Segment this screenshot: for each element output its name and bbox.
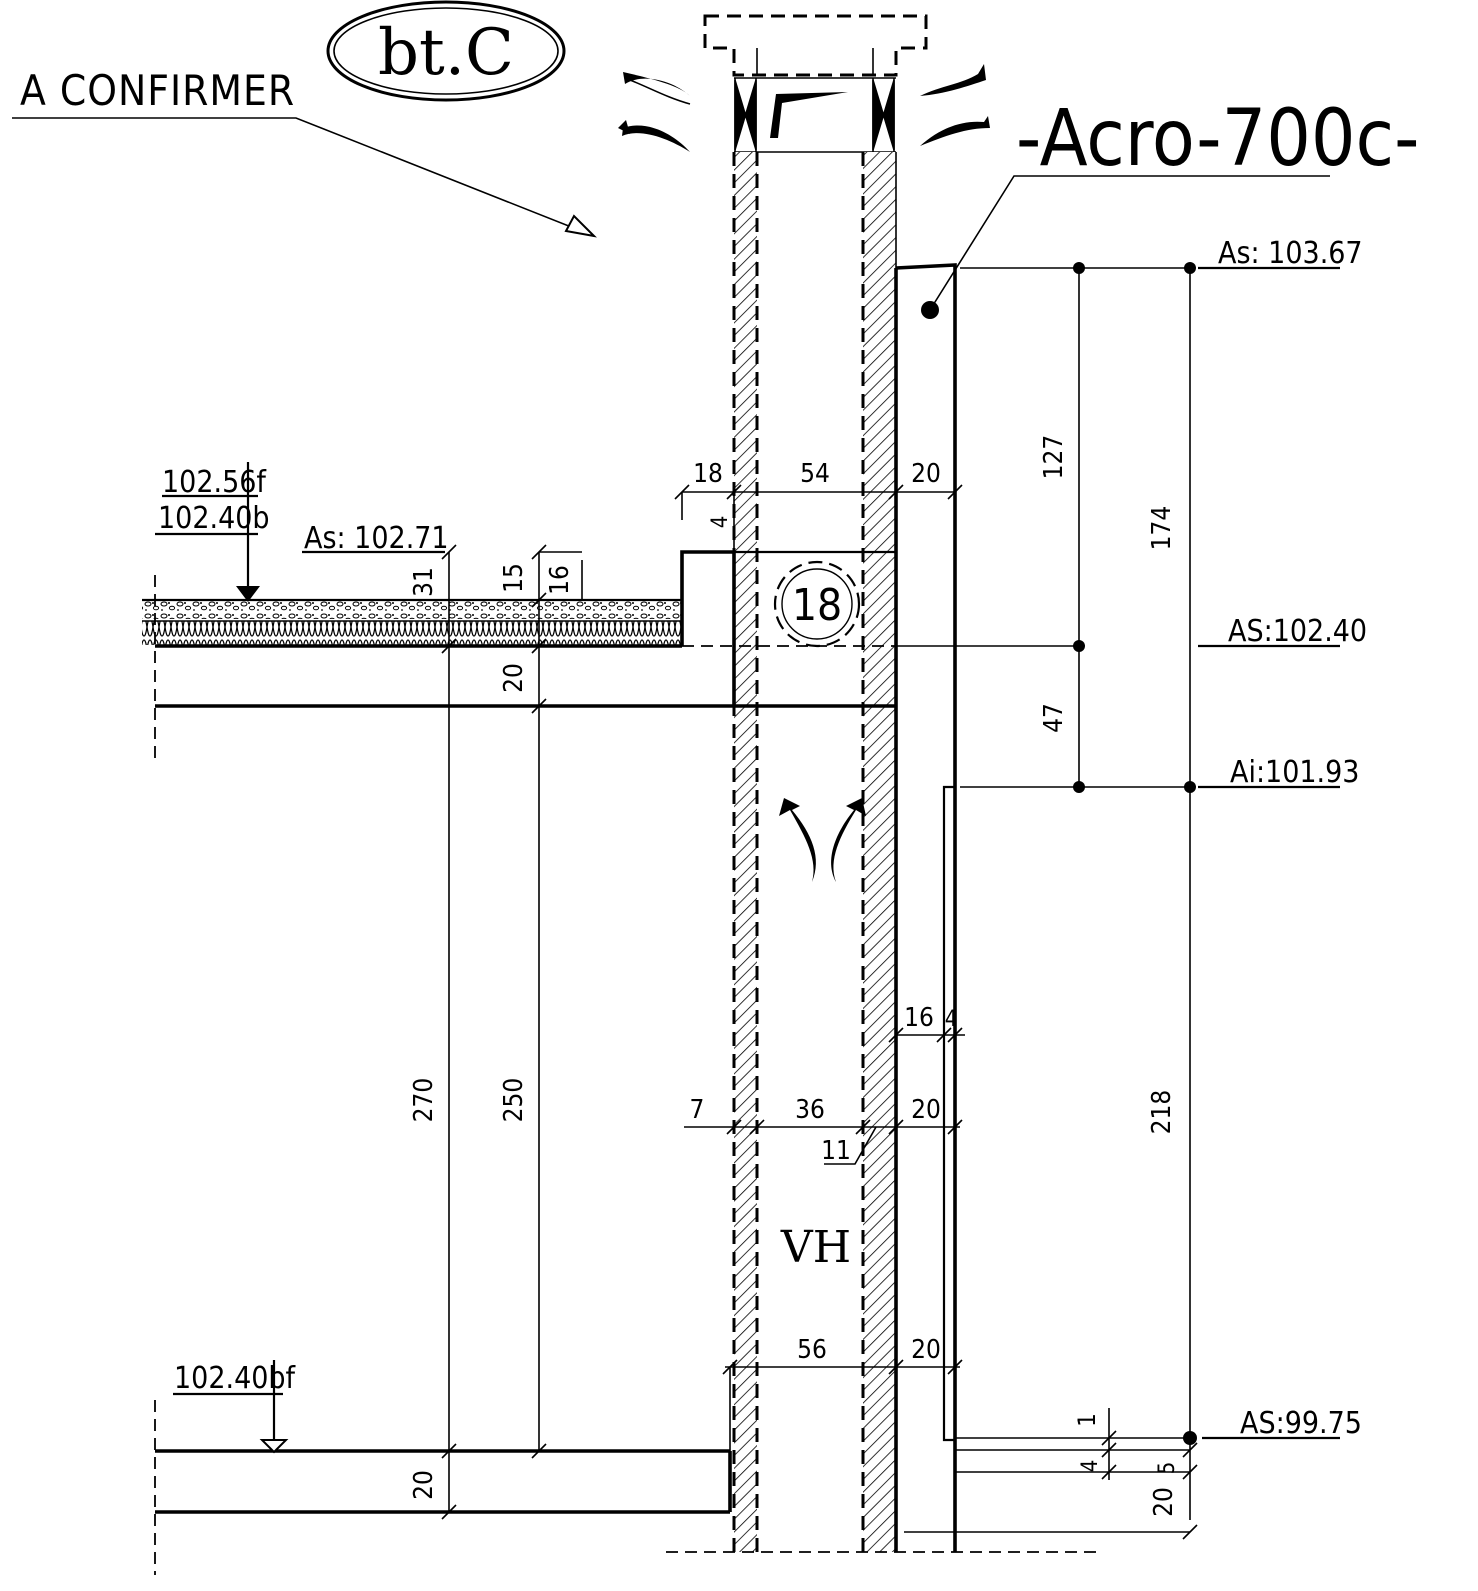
insulation-layer — [142, 621, 682, 645]
dim-20-slab: 20 — [499, 663, 529, 693]
dim-54: 54 — [800, 459, 830, 489]
dim-chain-top: 18 54 20 4 — [674, 459, 963, 552]
level-as-roof-text: As: 102.71 — [304, 521, 449, 556]
dim-20-low: 20 — [911, 1335, 941, 1365]
shaft-label: VH — [780, 1222, 851, 1273]
flue-assembly — [703, 14, 957, 1552]
level-as-bottom-text: AS:99.75 — [1240, 1406, 1362, 1441]
dim-right-verticals: 127 47 174 218 — [896, 262, 1197, 1520]
airflow-shaft-icon — [779, 798, 866, 882]
dim-36: 36 — [795, 1095, 825, 1125]
note-arrowhead — [564, 214, 597, 238]
confirm-note: A CONFIRMER — [12, 66, 597, 238]
level-as-mid-text: AS:102.40 — [1228, 614, 1367, 649]
dim-15: 15 — [499, 563, 529, 593]
dim-5: 5 — [1155, 1462, 1180, 1475]
dim-270: 270 — [409, 1078, 439, 1123]
flue-wall-right — [863, 152, 896, 1552]
level-as-roof: As: 102.71 — [302, 521, 449, 556]
dim-bottom-right: 1 4 5 20 — [904, 1408, 1198, 1540]
airflow-top-left-icon — [618, 72, 691, 152]
dim-56: 56 — [797, 1335, 827, 1365]
dim-218: 218 — [1147, 1090, 1177, 1135]
dim-20-top: 20 — [911, 459, 941, 489]
product-label: -Acro-700c- — [921, 94, 1419, 319]
level-floor-b-text: 102.40b — [158, 501, 270, 536]
lower-slab — [155, 1449, 1100, 1553]
dim-1: 1 — [1073, 1413, 1101, 1427]
level-as-top: As: 103.67 — [1198, 236, 1363, 271]
airflow-top-right-icon — [920, 64, 990, 146]
gravel-layer — [142, 600, 682, 619]
confirm-note-text: A CONFIRMER — [20, 66, 295, 115]
level-lower-floor: 102.40bf — [173, 1360, 297, 1454]
dim-16-roof: 16 — [545, 565, 575, 595]
dim-174: 174 — [1147, 506, 1177, 551]
level-floor: 102.56f 102.40b — [155, 462, 270, 602]
dim-7: 7 — [690, 1095, 705, 1125]
level-ai-text: Ai:101.93 — [1230, 755, 1359, 790]
dim-chain-low: 56 20 — [722, 1335, 963, 1451]
dim-chain-mid: 7 36 20 11 — [684, 1095, 963, 1166]
level-as-bottom: AS:99.75 — [1202, 1406, 1362, 1441]
stamp-text: bt.C — [378, 16, 514, 90]
dim-16-mid: 16 — [904, 1003, 934, 1033]
dim-20-bottom: 20 — [1149, 1487, 1179, 1517]
dim-4-mid: 4 — [945, 1007, 958, 1032]
level-lower-floor-text: 102.40bf — [174, 1361, 297, 1396]
dim-20-mid: 20 — [911, 1095, 941, 1125]
flue-wall-left — [734, 152, 757, 1552]
level-ai: Ai:101.93 — [1198, 755, 1359, 790]
dim-31: 31 — [409, 567, 439, 597]
dim-127: 127 — [1039, 435, 1069, 480]
callout-marker: 18 — [773, 560, 861, 648]
dim-4-low: 4 — [1078, 1460, 1103, 1473]
product-leader-dot — [921, 301, 939, 319]
flow-flag — [770, 92, 848, 138]
dim-20-lowslab: 20 — [409, 1470, 439, 1500]
level-as-mid: AS:102.40 — [1198, 614, 1367, 649]
level-as-top-text: As: 103.67 — [1218, 236, 1363, 271]
dim-roof-verticals: 31 15 16 20 270 250 20 — [409, 544, 583, 1520]
dim-11: 11 — [821, 1136, 851, 1166]
roof-assembly — [142, 550, 896, 1575]
stamp: bt.C — [326, 0, 566, 102]
dim-chain-mid-upper: 16 4 — [888, 1003, 965, 1043]
dim-250: 250 — [499, 1078, 529, 1123]
dim-47: 47 — [1039, 703, 1069, 733]
damper-left — [734, 79, 757, 151]
product-label-text: -Acro-700c- — [1016, 94, 1419, 184]
dim-18-top: 18 — [693, 459, 723, 489]
level-floor-f-text: 102.56f — [162, 465, 267, 500]
dim-4-top: 4 — [708, 516, 733, 529]
damper-right — [872, 79, 895, 151]
callout-number: 18 — [792, 580, 842, 631]
